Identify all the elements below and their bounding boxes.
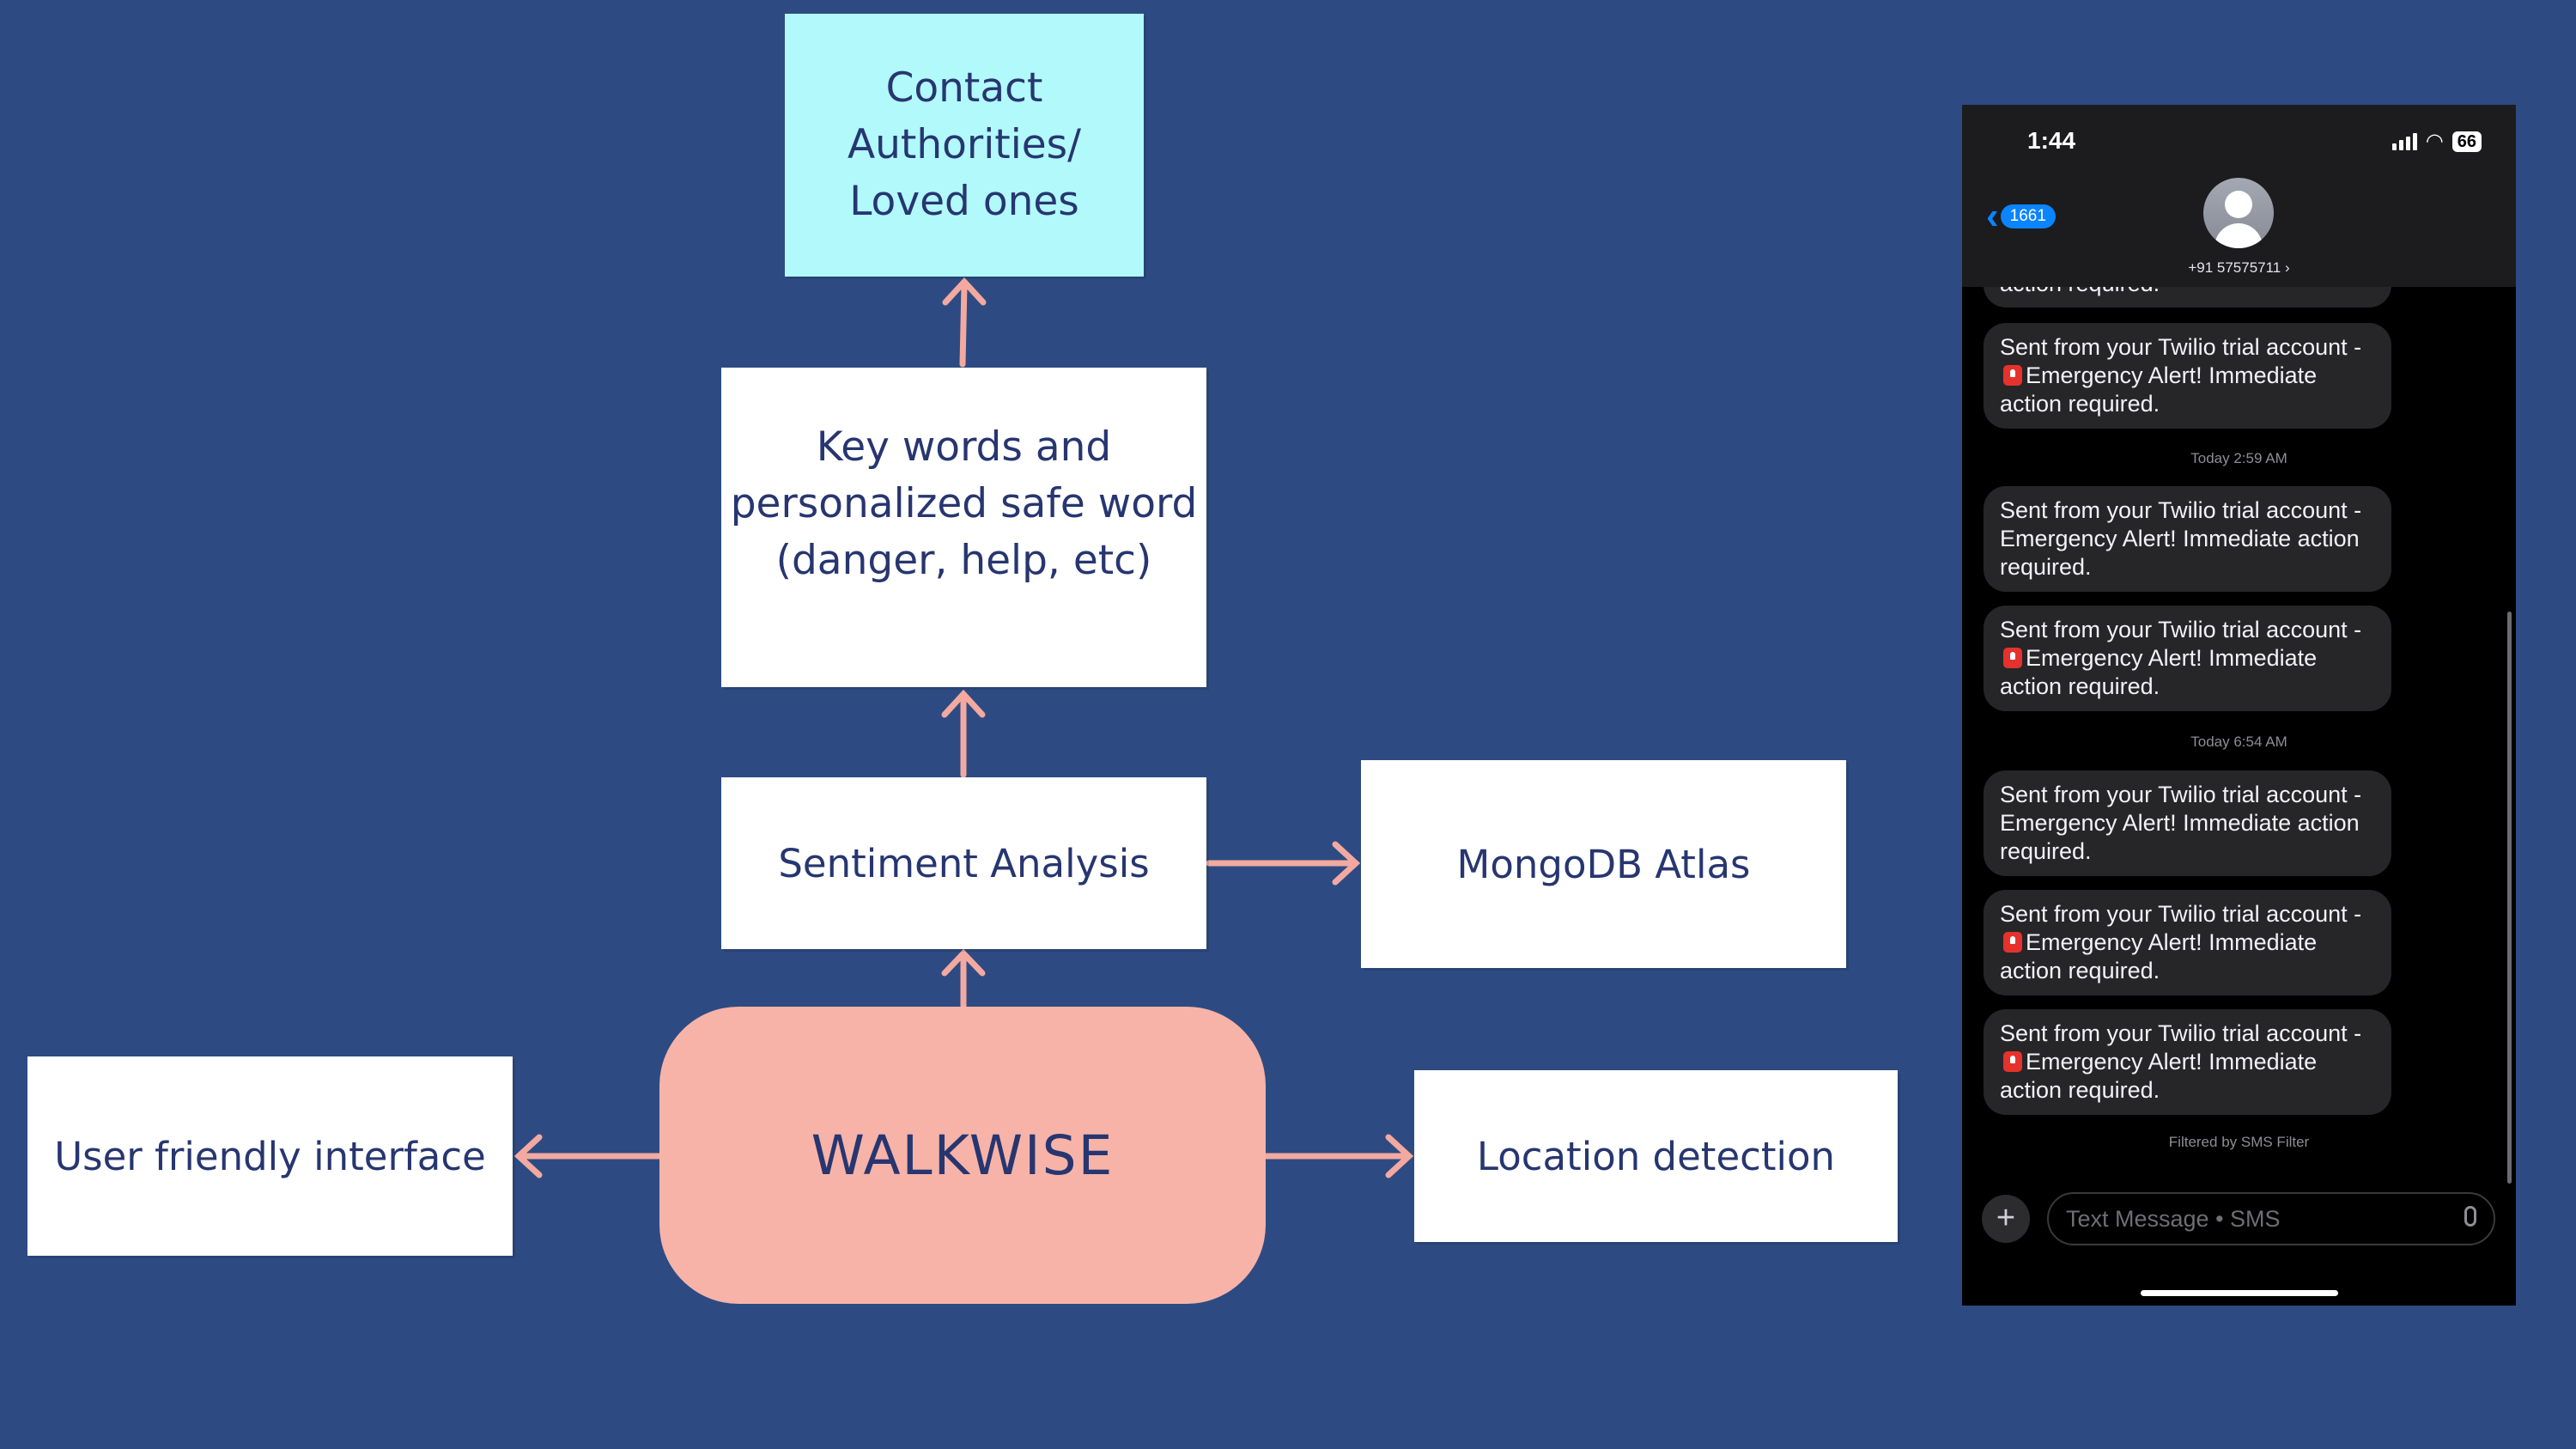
keywords-line-1: Key words and [816,423,1112,471]
battery-icon: 66 [2451,131,2482,152]
rotating-light-icon [2003,932,2022,953]
conversation-header: 1:44 ◠ 66 ‹ 1661 +91 57575711 › [1962,105,2516,287]
status-time: 1:44 [2027,127,2076,154]
message-input-placeholder: Text Message • SMS [2066,1206,2281,1232]
message-bubble: Sent from your Twilio trial account - Em… [1984,770,2391,876]
arrow-keywords-to-contact [959,282,968,368]
contact-authorities-node: Contact Authorities/ Loved ones [785,14,1144,277]
walkwise-label: WALKWISE [811,1123,1115,1187]
walkwise-node: WALKWISE [659,1007,1266,1304]
timestamp: Today 6:54 AM [2190,734,2287,750]
contact-number[interactable]: +91 57575711 › [2188,259,2290,276]
phone-screenshot: action required. 1:44 ◠ 66 ‹ 1661 +91 57… [1962,105,2516,1306]
keywords-line-3: (danger, help, etc) [775,537,1152,584]
message-bubble: Sent from your Twilio trial account - Em… [1984,486,2391,592]
sentiment-analysis-node: Sentiment Analysis [721,777,1206,949]
keywords-line-2: personalized safe word [730,480,1198,527]
timestamp: Today 2:59 AM [2190,450,2287,466]
message-input[interactable]: Text Message • SMS [2047,1192,2495,1245]
location-detection-node: Location detection [1414,1070,1898,1242]
scrollbar[interactable] [2507,612,2512,1184]
rotating-light-icon [2003,648,2022,668]
back-button[interactable]: ‹ 1661 [1986,198,2056,235]
home-indicator[interactable] [2141,1290,2338,1296]
sentiment-label: Sentiment Analysis [778,840,1150,886]
mongodb-atlas-node: MongoDB Atlas [1361,760,1846,968]
keywords-node: Key words and personalized safe word (da… [721,368,1206,687]
status-icons: ◠ 66 [2391,129,2482,154]
unread-badge: 1661 [2000,204,2056,228]
mongodb-label: MongoDB Atlas [1456,841,1751,887]
user-interface-node: User friendly interface [27,1056,513,1256]
microphone-icon[interactable] [2464,1206,2476,1227]
signal-icon [2391,132,2417,150]
contact-line-1: Contact [885,64,1043,112]
location-label: Location detection [1476,1133,1836,1179]
plus-icon[interactable]: + [1982,1195,2030,1243]
wifi-icon: ◠ [2425,130,2444,153]
sms-filter-note: Filtered by SMS Filter [2168,1134,2310,1150]
message-bubble: Sent from your Twilio trial account -Eme… [1984,606,2391,711]
contact-line-2: Authorities/ [847,121,1082,168]
contact-avatar-icon[interactable] [2203,178,2274,248]
rotating-light-icon [2003,365,2022,386]
contact-line-3: Loved ones [849,178,1079,225]
message-bubble: Sent from your Twilio trial account -Eme… [1984,890,2391,995]
message-bubble: Sent from your Twilio trial account -Eme… [1984,1009,2391,1115]
message-bubble: Sent from your Twilio trial account -Eme… [1984,323,2391,429]
user-interface-label: User friendly interface [54,1133,486,1179]
rotating-light-icon [2003,1051,2022,1072]
chevron-left-icon[interactable]: ‹ [1986,195,1999,237]
